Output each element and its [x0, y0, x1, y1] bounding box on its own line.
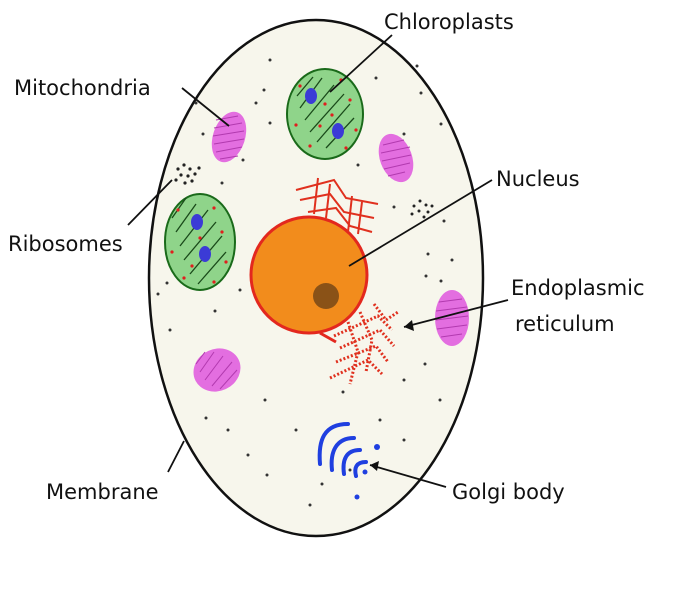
label-reticulum: reticulum — [515, 312, 615, 336]
label-chloroplasts: Chloroplasts — [384, 10, 514, 34]
endoplasmic-reticulum — [295, 177, 379, 235]
label-ribosomes: Ribosomes — [8, 232, 123, 256]
chloroplast — [164, 193, 236, 291]
er-connector — [319, 331, 337, 344]
nucleus — [249, 215, 369, 335]
mitochondrion — [193, 348, 241, 392]
mitochondrion — [435, 290, 469, 346]
rough-endoplasmic-reticulum — [329, 303, 399, 385]
label-membrane: Membrane — [46, 480, 159, 504]
golgi-body — [317, 422, 368, 478]
label-golgi-body: Golgi body — [452, 480, 565, 504]
mitochondrion — [378, 133, 414, 183]
pointer-lines — [127, 34, 509, 488]
label-mitochondria: Mitochondria — [14, 76, 151, 100]
pointer-arrowheads — [370, 320, 414, 471]
ribosome-cluster — [410, 199, 434, 219]
cytoplasm-dots — [156, 58, 454, 507]
golgi-vesicles — [354, 444, 380, 500]
label-nucleus: Nucleus — [496, 167, 580, 191]
mitochondrion — [211, 111, 247, 163]
chloroplast — [286, 68, 364, 160]
ribosome-cluster — [174, 163, 201, 185]
label-endoplasmic: Endoplasmic — [511, 276, 645, 300]
